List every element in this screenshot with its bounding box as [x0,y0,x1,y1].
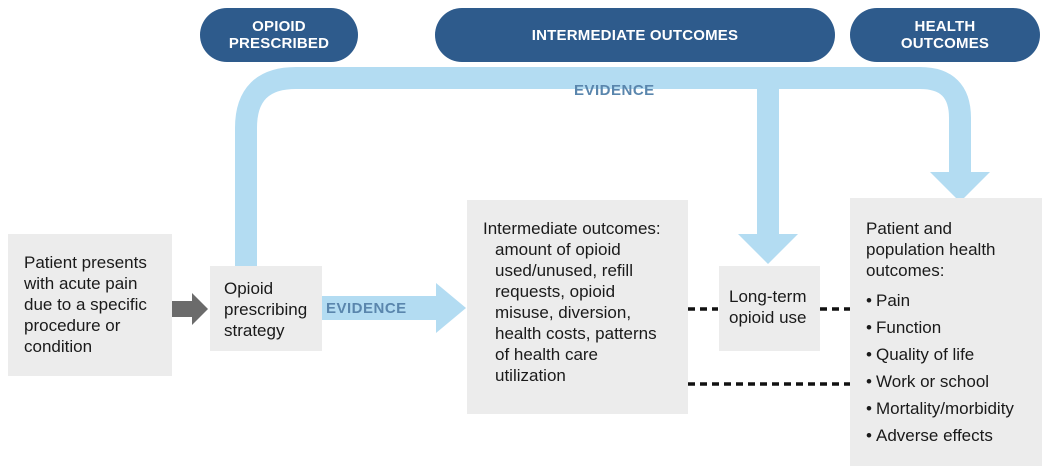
header-intermediate-outcomes: INTERMEDIATE OUTCOMES [435,8,835,62]
patient-line: due to a specific [24,295,147,314]
long-term-opioid-use-box: Long-term opioid use [719,266,820,351]
bullet-icon: • [866,399,872,418]
patient-arrow-head [192,293,208,325]
evidence-branch-arrowhead [738,234,798,264]
patient-line: condition [24,337,93,356]
health-bullet-text: Pain [876,291,911,310]
health-heading-line: Patient and [866,219,953,238]
strategy-line: strategy [224,321,285,340]
longterm-line: opioid use [729,308,807,327]
health-bullet-item: •Pain [866,287,1042,314]
patient-line: procedure or [24,316,121,335]
patient-arrow-bar [172,301,194,317]
health-heading-line: population health [866,240,996,259]
intermediate-outcomes-box: Intermediate outcomes: amount of opioid … [467,200,688,414]
health-bullet-item: •Mortality/morbidity [866,395,1042,422]
bullet-icon: • [866,318,872,337]
evidence-label-top: EVIDENCE [574,82,655,99]
intermediate-line: requests, opioid [495,282,616,301]
health-heading-line: outcomes: [866,261,945,280]
evidence-label-middle: EVIDENCE [326,300,407,317]
intermediate-line: amount of opioid [495,240,621,259]
health-bullet-item: •Quality of life [866,341,1042,368]
header-opioid-prescribed: OPIOID PRESCRIBED [200,8,358,62]
patient-presents-box: Patient presents with acute pain due to … [8,234,172,376]
intermediate-line: health costs, patterns [495,324,657,343]
evidence-arc-arrowhead [930,172,990,202]
intermediate-line: of health care [495,345,599,364]
bullet-icon: • [866,291,872,310]
bullet-icon: • [866,345,872,364]
evidence-arc [235,67,971,268]
bullet-icon: • [866,372,872,391]
bullet-icon: • [866,426,872,445]
opioid-prescribing-strategy-box: Opioid prescribing strategy [210,266,322,351]
health-bullet-text: Work or school [876,372,990,391]
health-bullet-item: •Work or school [866,368,1042,395]
health-bullet-item: •Adverse effects [866,422,1042,449]
health-bullet-text: Quality of life [876,345,975,364]
intermediate-line: used/unused, refill [495,261,633,280]
evidence-branch [757,78,779,238]
health-bullet-text: Function [876,318,942,337]
header-health-outcomes: HEALTH OUTCOMES [850,8,1040,62]
evidence-horizontal-bar [322,296,440,320]
intermediate-heading: Intermediate outcomes: [483,219,661,238]
health-bullet-text: Mortality/morbidity [876,399,1014,418]
intermediate-line: misuse, diversion, [495,303,632,322]
evidence-horizontal-arrowhead [436,283,466,333]
health-bullet-item: •Function [866,314,1042,341]
health-outcomes-box: Patient and population health outcomes: … [850,198,1042,466]
health-bullet-text: Adverse effects [876,426,993,445]
longterm-line: Long-term [729,287,807,306]
intermediate-line: utilization [495,366,566,385]
patient-line: Patient presents [24,253,147,272]
strategy-line: prescribing [224,300,308,319]
patient-line: with acute pain [24,274,138,293]
strategy-line: Opioid [224,279,274,298]
